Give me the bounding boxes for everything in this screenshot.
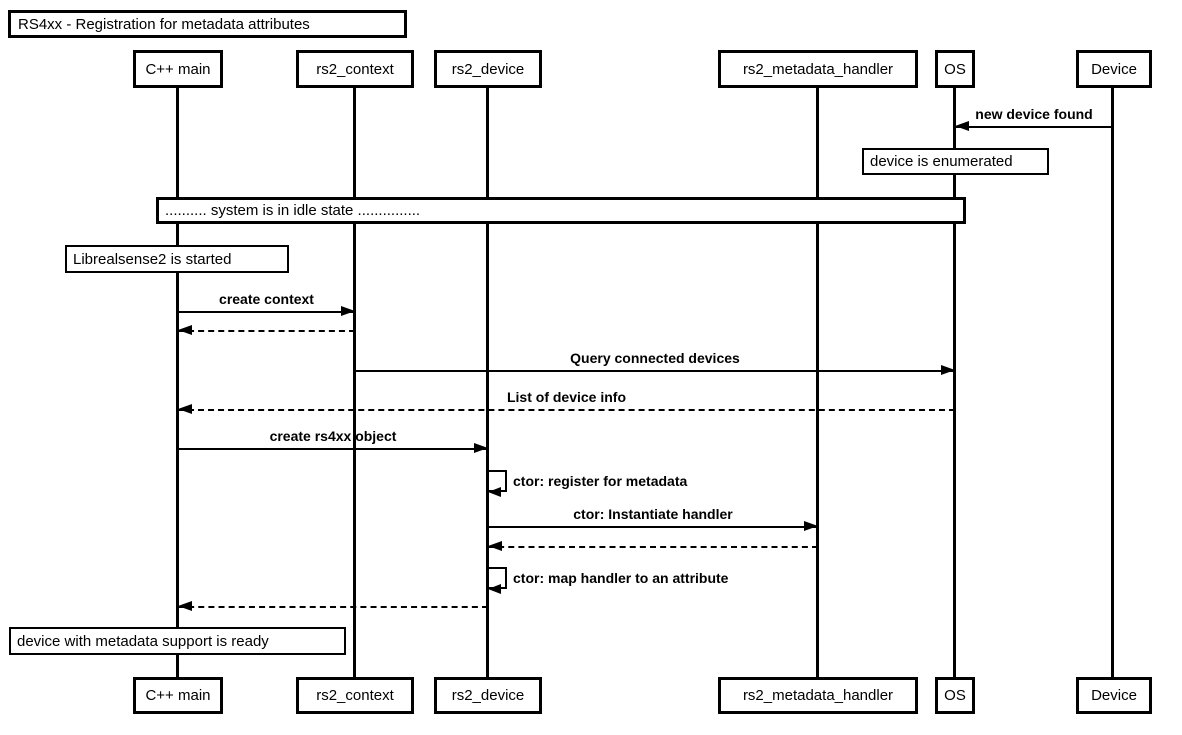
note-librealsense2-started: Librealsense2 is started <box>65 245 289 273</box>
participant-top-cpp-main: C++ main <box>133 50 223 88</box>
note-device-is-enumerated: device is enumerated <box>862 148 1049 175</box>
arrowhead-left-icon <box>488 541 502 551</box>
message-line <box>178 448 488 450</box>
message-line <box>178 409 955 411</box>
lifeline-rs2-metadata-handler <box>816 88 819 677</box>
participant-bottom-os: OS <box>935 677 975 714</box>
message-line <box>178 330 355 332</box>
participant-label: rs2_device <box>451 60 525 78</box>
self-message-map-handler-to-attribute: ctor: map handler to an attribute <box>488 567 728 594</box>
message-label: List of device info <box>506 389 626 405</box>
message-line <box>178 606 488 608</box>
participant-label: C++ main <box>145 60 211 78</box>
note-label: device with metadata support is ready <box>17 632 269 650</box>
arrowhead-right-icon <box>341 306 355 316</box>
participant-label: OS <box>944 60 966 78</box>
message-label: new device found <box>975 106 1093 122</box>
participant-bottom-rs2-device: rs2_device <box>434 677 542 714</box>
arrowhead-left-icon <box>178 601 192 611</box>
participant-label: rs2_metadata_handler <box>742 60 894 78</box>
lifeline-os <box>953 88 956 677</box>
note-label: .......... system is in idle state .....… <box>165 202 421 219</box>
lifeline-cpp-main <box>176 88 179 677</box>
participant-label: Device <box>1091 60 1137 78</box>
arrowhead-right-icon <box>804 521 818 531</box>
message-label: Query connected devices <box>570 350 740 366</box>
message-label: ctor: map handler to an attribute <box>513 570 729 586</box>
lifeline-rs2-device <box>486 88 489 677</box>
participant-top-os: OS <box>935 50 975 88</box>
arrowhead-left-icon <box>955 121 969 131</box>
message-line <box>488 526 818 528</box>
participant-bottom-cpp-main: C++ main <box>133 677 223 714</box>
arrowhead-left-icon <box>488 487 501 497</box>
participant-bottom-rs2-metadata-handler: rs2_metadata_handler <box>718 677 918 714</box>
lifeline-rs2-context <box>353 88 356 677</box>
message-label: create rs4xx object <box>269 428 397 444</box>
participant-top-rs2-context: rs2_context <box>296 50 414 88</box>
message-label: create context <box>219 291 314 307</box>
participant-label: rs2_device <box>451 687 525 704</box>
participant-top-device: Device <box>1076 50 1152 88</box>
message-label: ctor: Instantiate handler <box>573 506 733 522</box>
note-system-idle-state: .......... system is in idle state .....… <box>156 197 966 224</box>
note-device-metadata-ready: device with metadata support is ready <box>9 627 346 655</box>
note-label: device is enumerated <box>870 153 1013 170</box>
participant-bottom-device: Device <box>1076 677 1152 714</box>
diagram-title: RS4xx - Registration for metadata attrib… <box>8 10 407 38</box>
message-label: ctor: register for metadata <box>513 473 688 489</box>
participant-top-rs2-metadata-handler: rs2_metadata_handler <box>718 50 918 88</box>
diagram-title-label: RS4xx - Registration for metadata attrib… <box>18 15 310 33</box>
self-message-register-for-metadata: ctor: register for metadata <box>488 470 687 497</box>
participant-bottom-rs2-context: rs2_context <box>296 677 414 714</box>
participant-top-rs2-device: rs2_device <box>434 50 542 88</box>
participant-label: rs2_context <box>316 687 394 704</box>
arrowhead-right-icon <box>474 443 488 453</box>
participant-label: rs2_context <box>316 60 394 78</box>
participant-label: rs2_metadata_handler <box>742 687 894 704</box>
participant-label: Device <box>1091 687 1137 704</box>
arrowhead-left-icon <box>488 584 501 594</box>
arrowhead-left-icon <box>178 404 192 414</box>
participant-label: C++ main <box>145 687 211 704</box>
lifeline-device <box>1111 88 1114 677</box>
message-line <box>488 546 818 548</box>
arrowhead-left-icon <box>178 325 192 335</box>
message-line <box>355 370 955 372</box>
arrowhead-right-icon <box>941 365 955 375</box>
message-line <box>178 311 355 313</box>
message-line <box>955 126 1113 128</box>
participant-label: OS <box>944 687 966 704</box>
note-label: Librealsense2 is started <box>73 250 232 268</box>
